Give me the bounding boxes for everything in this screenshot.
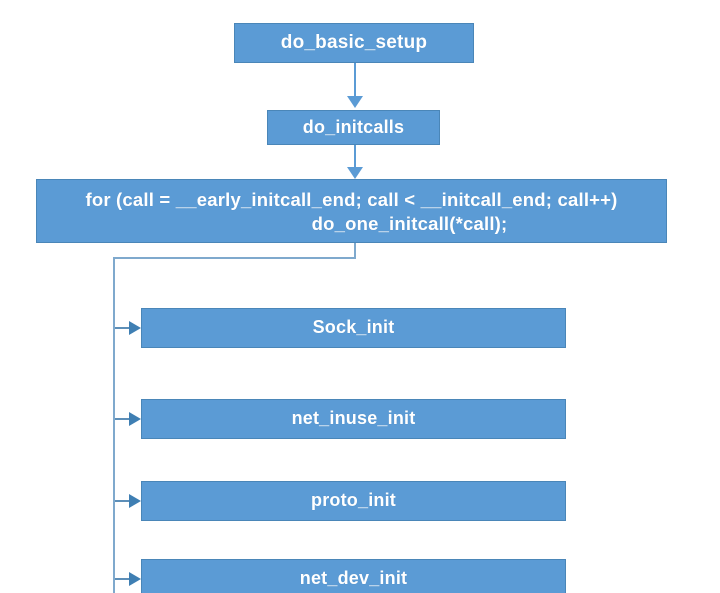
connector-stub-item-3 (115, 500, 131, 502)
arrowhead-initcalls-to-loop (347, 167, 363, 179)
connector-stub-item-4 (115, 578, 131, 580)
node-proto-init[interactable]: proto_init (141, 481, 566, 521)
node-sock-init-label: Sock_init (312, 317, 395, 338)
node-do-basic-setup[interactable]: do_basic_setup (234, 23, 474, 63)
node-net-dev-init[interactable]: net_dev_init (141, 559, 566, 593)
node-for-loop-line-1: for (call = __early_initcall_end; call <… (85, 189, 618, 210)
arrowhead-item-3 (129, 494, 141, 508)
connector-loop-drop-segment (354, 243, 356, 259)
node-proto-init-label: proto_init (311, 490, 396, 511)
arrowhead-item-1 (129, 321, 141, 335)
node-do-initcalls[interactable]: do_initcalls (267, 110, 440, 145)
node-for-loop[interactable]: for (call = __early_initcall_end; call <… (36, 179, 667, 243)
arrowhead-item-4 (129, 572, 141, 586)
connector-stub-item-1 (115, 327, 131, 329)
connector-initcalls-to-loop (354, 145, 356, 175)
node-do-initcalls-label: do_initcalls (302, 116, 405, 137)
node-net-dev-init-label: net_dev_init (299, 568, 408, 589)
connector-stub-item-2 (115, 418, 131, 420)
node-net-inuse-init-label: net_inuse_init (291, 408, 416, 429)
connector-basic-setup-to-initcalls (354, 63, 356, 98)
arrowhead-basic-setup-to-initcalls (347, 96, 363, 108)
node-sock-init[interactable]: Sock_init (141, 308, 566, 348)
node-for-loop-line-2: do_one_initcall(*call); (311, 213, 508, 235)
connector-loop-trunk-vertical (113, 257, 115, 593)
arrowhead-item-2 (129, 412, 141, 426)
node-do-basic-setup-label: do_basic_setup (280, 32, 428, 54)
node-net-inuse-init[interactable]: net_inuse_init (141, 399, 566, 439)
connector-loop-horizontal-segment (113, 257, 356, 259)
